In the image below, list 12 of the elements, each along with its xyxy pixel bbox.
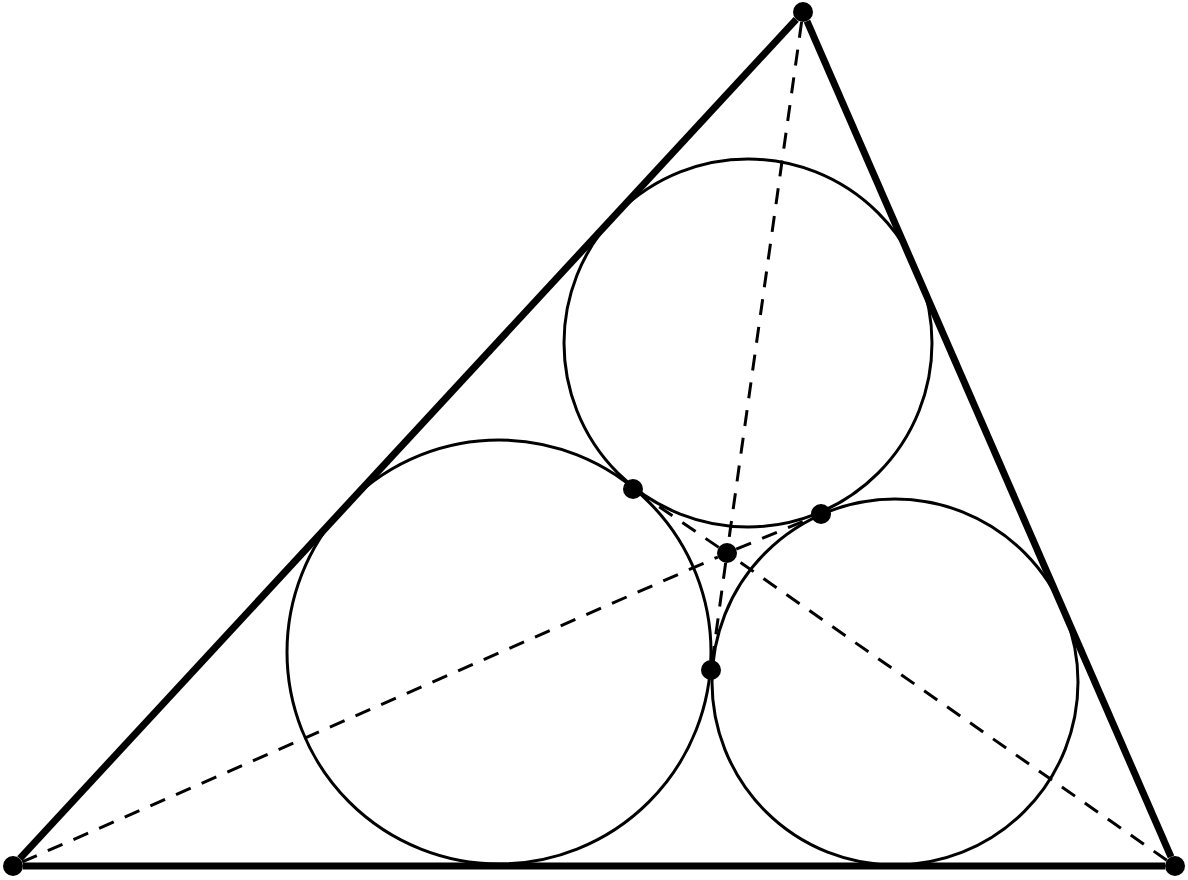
triangle-side xyxy=(803,19,1175,859)
point-dot xyxy=(793,2,813,22)
triangle-side xyxy=(23,862,1165,870)
point-dot xyxy=(717,543,737,563)
dashed-line xyxy=(21,555,719,864)
dashed-line xyxy=(640,493,720,549)
point-dot xyxy=(1165,856,1185,876)
point-dot xyxy=(3,856,23,876)
point-dot xyxy=(811,504,831,524)
point-dot xyxy=(701,660,721,680)
triangle-side xyxy=(17,16,799,862)
point-dot xyxy=(623,479,643,499)
